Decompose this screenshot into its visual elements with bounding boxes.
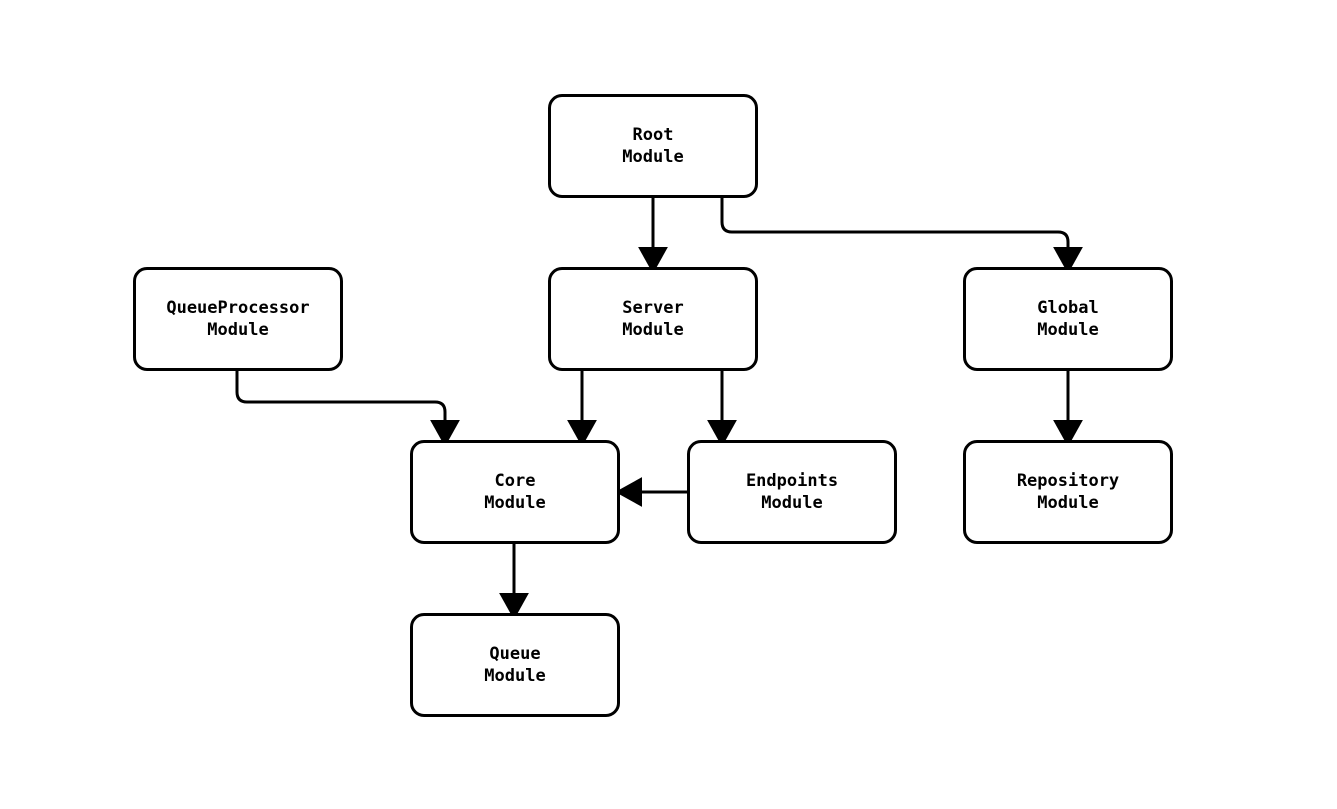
node-endpoints-module[interactable]: Endpoints Module [687,440,897,544]
node-repository-module[interactable]: Repository Module [963,440,1173,544]
node-core-module-line2: Module [484,493,546,513]
edge-root-to-global [720,198,1083,274]
node-server-module[interactable]: Server Module [548,267,758,371]
node-global-module[interactable]: Global Module [963,267,1173,371]
node-global-module-line1: Global [1037,298,1099,318]
node-core-module-line1: Core [494,471,536,491]
node-global-module-line2: Module [1037,320,1099,340]
node-queue-module-line1: Queue [489,644,541,664]
node-repository-module-line2: Module [1037,493,1099,513]
node-endpoints-module-line1: Endpoints [745,471,839,491]
node-queue-module[interactable]: Queue Module [410,613,620,717]
node-server-module-line2: Module [622,320,684,340]
node-root-module-line1: Root [632,125,674,145]
node-root-module[interactable]: Root Module [548,94,758,198]
node-root-module-line2: Module [622,147,684,167]
node-server-module-line1: Server [622,298,684,318]
node-repository-module-line1: Repository [1016,471,1120,491]
node-queueprocessor-module[interactable]: QueueProcessor Module [133,267,343,371]
node-queueprocessor-module-line1: QueueProcessor [166,298,310,318]
node-endpoints-module-line2: Module [761,493,823,513]
edge-queueprocessor-to-core [235,371,460,447]
node-queue-module-line2: Module [484,666,546,686]
node-core-module[interactable]: Core Module [410,440,620,544]
node-queueprocessor-module-line2: Module [207,320,269,340]
